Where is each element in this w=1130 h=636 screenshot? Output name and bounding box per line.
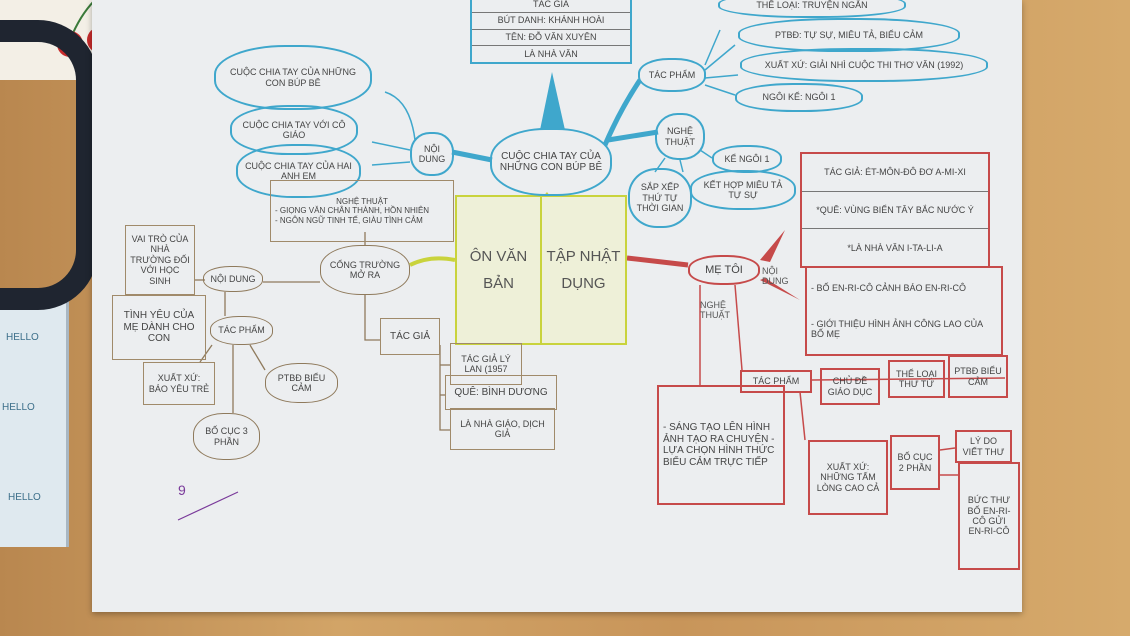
b1-content-item: Cuộc chia tay của hai anh em [236,144,361,198]
b1-work: Tác phẩm [638,58,706,92]
table-row: Tên: Đỗ Văn Xuyên [472,30,630,47]
b1-title: Cuộc chia tay của những con búp bê [490,128,612,196]
fabric-text: HELLO [8,492,41,503]
book-left-page: ÔN VĂN BẢN [457,197,542,343]
b1-art-item: Kết hợp miêu tả tự sự [690,170,796,210]
b2-work-item: Xuất xứ: báo Yêu trẻ [143,362,215,405]
b2-art-box: Nghệ thuật - Giọng văn chân thành, hồn n… [270,180,454,242]
b1-art: Nghệ thuật [655,113,705,160]
b2-author-item: Là nhà giáo, dịch giả [450,408,555,450]
b3-work: Tác phẩm [740,370,812,393]
b1-work-item: PTBĐ: tự sự, miêu tả, biểu cảm [738,18,960,52]
b1-content: Nội dung [410,132,454,176]
table-row: Là nhà văn [524,48,578,59]
b3-work-item: Chủ đề giáo dục [820,368,880,405]
b1-author-table: Tác giả Bút danh: Khánh Hoài Tên: Đỗ Văn… [470,0,632,64]
b1-content-item: Cuộc chia tay của những con búp bê [214,45,372,110]
b3-work-item: PTBĐ biểu cảm [948,355,1008,398]
b1-work-item: Ngôi kể: ngôi 1 [735,83,863,112]
b3-content-item: - Giới thiệu hình ảnh công lao của bố mẹ [811,318,983,339]
center-book: ÔN VĂN BẢN TẬP NHẬT DỤNG [455,195,627,345]
signature: 9 [178,482,186,498]
b2-title: Cổng trường mở ra [320,245,410,295]
table-row: Tác giả [472,0,630,13]
b2-author-item: Tác giả Lý Lan (1957 [450,343,522,385]
b3-work-item: Lý do viết thư [955,430,1012,463]
b2-art-line: - Giọng văn chân thành, hồn nhiên [275,206,430,216]
bear-fabric: HELLO HELLO HELLO [0,292,69,547]
b2-content: Nội dung [203,266,263,292]
fabric-text: HELLO [6,332,39,343]
b2-work-item: Bố cục 3 phần [193,413,260,460]
b1-content-item: Cuộc chia tay với cô giáo [230,105,358,155]
b2-content-item: Vai trò của nhà trường đối với học sinh [125,225,195,295]
table-row: Bút danh: Khánh Hoài [472,13,630,30]
b3-content-box: - Bố En-ri-cô cảnh báo En-ri-cô - Giới t… [805,266,1003,356]
b3-art-label: Nghệ thuật [700,300,730,321]
book-right-page: TẬP NHẬT DỤNG [546,248,621,292]
b3-author-table: Tác giả: Ét-môn-đô đơ A-mi-xi *Quê: vùng… [800,152,990,268]
b3-title: Mẹ tôi [688,255,760,285]
b2-content-item: Tình yêu của mẹ dành cho con [112,295,206,360]
b3-work-item: Bức thư bố En-ri-cô gửi En-ri-cô [958,462,1020,570]
b2-art-heading: Nghệ thuật [336,197,388,207]
b3-content-label: Nội dung [762,266,789,287]
table-row: *Là nhà văn I-ta-li-a [847,242,943,253]
b1-art-item: Kể ngôi 1 [712,145,782,173]
fabric-text: HELLO [2,402,35,413]
b3-work-item: Bố cục 2 phần [890,435,940,490]
b3-work-item: Thể loại thư từ [888,360,945,398]
b2-author-item: Quê: Bình Dương [445,375,557,410]
table-row: Tác giả: Ét-môn-đô đơ A-mi-xi [802,154,988,192]
b3-art-box: - Sáng tạo lên hình ảnh tạo ra chuyện - … [657,385,785,505]
table-row: *Quê: vùng biển Tây Bắc nước Ý [802,192,988,230]
b2-art-line: - Ngôn ngữ tinh tế, giàu tình cảm [275,215,423,225]
b1-art-item: Sắp xếp thứ tự thời gian [628,168,692,228]
b3-content-item: - Bố En-ri-cô cảnh báo En-ri-cô [811,282,967,293]
b2-work-item: PTBĐ biểu cảm [265,363,338,403]
b3-work-item: Xuất xứ: những tấm lòng cao cả [808,440,888,515]
b2-work: Tác phẩm [210,316,273,345]
b2-author: Tác giả [380,318,440,355]
b1-work-item: Xuất xứ: giải nhì cuộc thi thơ văn (1992… [740,48,988,82]
